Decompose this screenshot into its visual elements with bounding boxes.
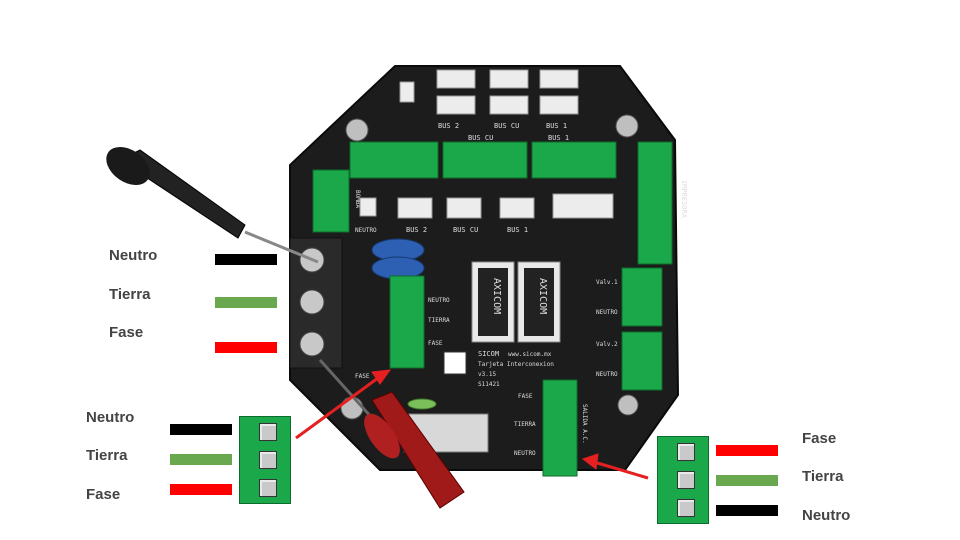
r-label-neutro: Neutro <box>802 507 851 524</box>
mounting-screw-icon <box>340 396 364 420</box>
left-label-neutro: Neutro <box>109 247 158 264</box>
socket-icon <box>259 423 277 441</box>
silk-neutro-top: NEUTRO <box>355 227 377 234</box>
silk-url: www.sicom.mx <box>508 351 552 358</box>
silk-version: v3.15 <box>478 371 496 378</box>
relay-brand-1: AXICOM <box>491 278 502 314</box>
silk-bus1: BUS 1 <box>507 226 528 234</box>
silk-bus2: BUS 2 <box>406 226 427 234</box>
bl-label-tierra: Tierra <box>86 447 128 464</box>
silk-salida-ac: SALIDA A.C. <box>581 404 588 444</box>
socket-icon <box>259 479 277 497</box>
relay-block <box>471 261 561 343</box>
left-label-fase: Fase <box>109 324 144 341</box>
bl-label-neutro: Neutro <box>86 409 135 426</box>
silk-company: SICOM <box>478 350 499 358</box>
socket-icon <box>259 451 277 469</box>
silk-neutro-v2: NEUTRO <box>596 371 618 378</box>
screw-icon <box>299 289 325 315</box>
wire-tierra <box>170 454 232 465</box>
socket-icon <box>677 443 695 461</box>
r-label-fase: Fase <box>802 430 837 447</box>
silk-bus1-mid: BUS 1 <box>548 134 569 142</box>
fuse-icon <box>407 398 437 410</box>
silk-neutro-out: NEUTRO <box>514 450 536 457</box>
silk-valv1: Valv.1 <box>596 279 618 286</box>
arrow-to-center-connector <box>295 369 392 440</box>
wire-fase <box>716 445 778 456</box>
socket-icon <box>677 499 695 517</box>
silk-neutro-v1: NEUTRO <box>596 309 618 316</box>
left-label-tierra: Tierra <box>109 286 151 303</box>
salida-ac-connector <box>542 379 578 477</box>
r-label-tierra: Tierra <box>802 468 844 485</box>
silk-tierra-out: TIERRA <box>514 421 536 428</box>
bl-label-fase: Fase <box>86 486 121 503</box>
silk-serial: S11421 <box>478 381 500 388</box>
wire-neutro <box>716 505 778 516</box>
wire-fase <box>170 484 232 495</box>
wire-neutro <box>170 424 232 435</box>
wire-tierra <box>215 297 277 308</box>
silk-bus1-top: BUS 1 <box>546 122 567 130</box>
silk-fase-center: FASE <box>428 340 443 347</box>
silk-buscu-mid: BUS CU <box>468 134 493 142</box>
valve2-connector <box>621 331 663 391</box>
silk-bus2-top: BUS 2 <box>438 122 459 130</box>
silk-buscu: BUS CU <box>453 226 478 234</box>
black-probe-icon <box>106 146 319 264</box>
silk-tierra-center: TIERRA <box>428 317 450 324</box>
wire-fase <box>215 342 277 353</box>
top-green-terminals <box>312 141 673 265</box>
center-green-connector <box>389 275 425 369</box>
mounting-screw-icon <box>345 118 369 142</box>
valve1-connector <box>621 267 663 327</box>
silk-neutro-center: NEUTRO <box>428 297 450 304</box>
mounting-screw-icon <box>617 394 639 416</box>
silk-impresora: IMPRESORA <box>680 180 688 219</box>
top-white-headers <box>399 69 579 115</box>
silk-fase-out: FASE <box>518 393 533 400</box>
wire-tierra <box>716 475 778 486</box>
silk-fase-left: FASE <box>355 373 370 380</box>
socket-icon <box>677 471 695 489</box>
silk-buscu-top: BUS CU <box>494 122 519 130</box>
arrow-to-salida-connector <box>581 453 649 480</box>
silk-valv2: Valv.2 <box>596 341 618 348</box>
red-probe-icon <box>318 358 465 509</box>
mounting-screw-icon <box>615 114 639 138</box>
wire-neutro <box>215 254 277 265</box>
qr-code <box>443 351 467 375</box>
middle-white-headers <box>359 193 614 219</box>
screw-icon <box>299 331 325 357</box>
silk-bomba: BOMBA <box>354 190 361 208</box>
silk-card-name: Tarjeta Interconexion <box>478 361 554 368</box>
relay-brand-2: AXICOM <box>537 278 548 314</box>
